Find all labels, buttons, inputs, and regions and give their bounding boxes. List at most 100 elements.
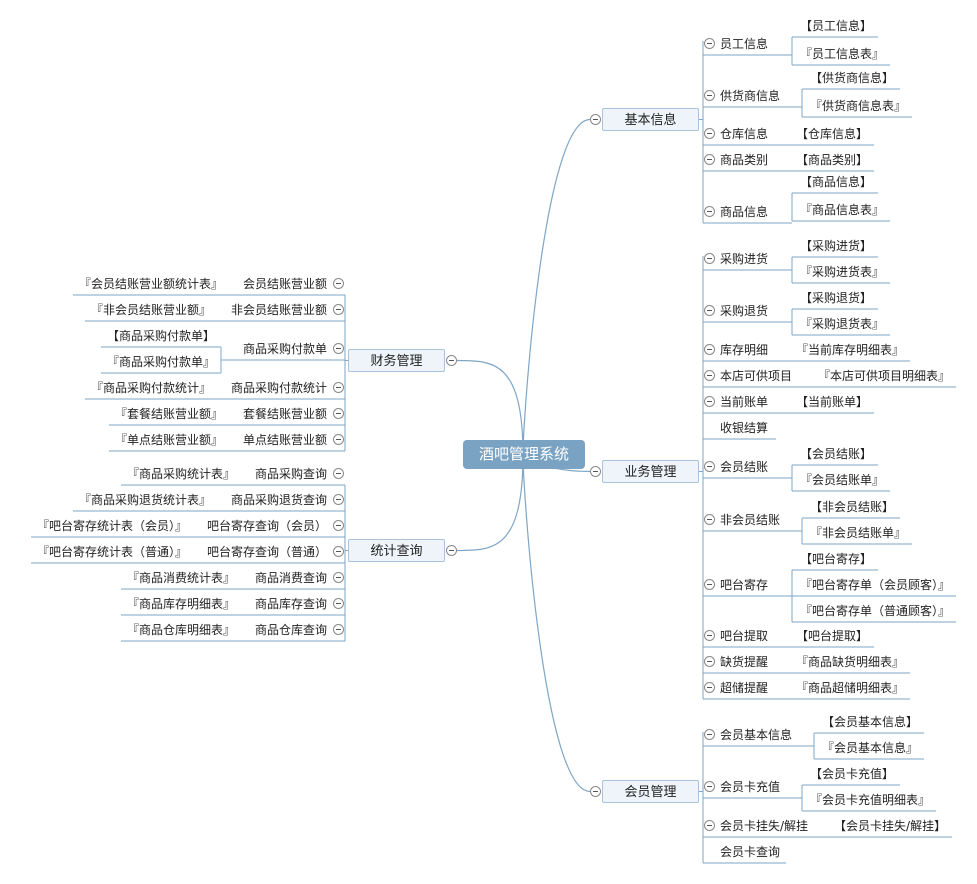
branch-yewu[interactable]: 业务管理 <box>602 460 699 483</box>
node-tongji-5[interactable]: 商品库存查询 <box>254 597 327 611</box>
leaf-yewu-7-1[interactable]: 『非会员结账单』 <box>810 526 907 540</box>
node-jiben-3[interactable]: 商品类别 <box>720 153 769 167</box>
node-yewu-5[interactable]: 收银结算 <box>720 421 769 435</box>
leaf-yewu-0-0[interactable]: 【采购进货】 <box>800 239 873 253</box>
node-yewu-9[interactable]: 吧台提取 <box>720 629 769 643</box>
node-jiben-4[interactable]: 商品信息 <box>720 205 769 219</box>
leaf-yewu-8-1[interactable]: 『吧台寄存单（会员顾客）』 <box>800 578 951 592</box>
leaf-jiben-3-0[interactable]: 【商品类别】 <box>796 153 869 167</box>
node-huiyuan-1-toggle-icon[interactable] <box>703 780 715 792</box>
branch-jiben-toggle-icon[interactable] <box>589 114 601 125</box>
branch-huiyuan-toggle-icon[interactable] <box>589 786 601 797</box>
leaf-yewu-2-0[interactable]: 『当前库存明细表』 <box>796 343 905 357</box>
node-tongji-0[interactable]: 商品采购查询 <box>254 467 327 481</box>
leaf-yewu-1-1[interactable]: 『采购退货表』 <box>800 317 885 331</box>
node-tongji-1-toggle-icon[interactable] <box>332 493 344 505</box>
node-tongji-3[interactable]: 吧台寄存查询（普通） <box>206 545 327 559</box>
node-yewu-7[interactable]: 非会员结账 <box>720 513 781 527</box>
leaf-yewu-8-2[interactable]: 『吧台寄存单（普通顾客）』 <box>800 604 951 618</box>
node-huiyuan-0-toggle-icon[interactable] <box>703 728 715 740</box>
node-huiyuan-2[interactable]: 会员卡挂失/解挂 <box>720 819 809 833</box>
node-yewu-11[interactable]: 超储提醒 <box>720 681 769 695</box>
node-yewu-6-toggle-icon[interactable] <box>703 460 715 472</box>
leaf-caiwu-2-0[interactable]: 【商品采购付款单】 <box>106 329 215 343</box>
node-caiwu-0[interactable]: 会员结账营业额 <box>242 277 327 291</box>
leaf-yewu-7-0[interactable]: 【非会员结账】 <box>810 500 895 514</box>
leaf-tongji-3-0[interactable]: 『吧台寄存统计表（普通）』 <box>36 545 187 559</box>
node-yewu-4-toggle-icon[interactable] <box>703 395 715 407</box>
branch-caiwu-toggle-icon[interactable] <box>445 355 457 366</box>
node-caiwu-1-toggle-icon[interactable] <box>332 303 344 315</box>
node-caiwu-3-toggle-icon[interactable] <box>332 381 344 393</box>
leaf-tongji-4-0[interactable]: 『商品消费统计表』 <box>126 571 235 585</box>
node-tongji-6-toggle-icon[interactable] <box>332 623 344 635</box>
leaf-caiwu-1-0[interactable]: 『非会员结账营业额』 <box>90 303 211 317</box>
node-jiben-0[interactable]: 员工信息 <box>720 37 769 51</box>
node-jiben-1-toggle-icon[interactable] <box>703 89 715 101</box>
node-caiwu-5-toggle-icon[interactable] <box>332 433 344 445</box>
leaf-tongji-1-0[interactable]: 『商品采购退货统计表』 <box>78 493 211 507</box>
leaf-tongji-2-0[interactable]: 『吧台寄存统计表（会员）』 <box>36 519 187 533</box>
branch-tongji-toggle-icon[interactable] <box>445 545 457 556</box>
leaf-huiyuan-2-0[interactable]: 【会员卡挂失/解挂】 <box>834 819 947 833</box>
node-jiben-2-toggle-icon[interactable] <box>703 127 715 139</box>
node-yewu-0-toggle-icon[interactable] <box>703 252 715 264</box>
leaf-jiben-4-1[interactable]: 『商品信息表』 <box>800 203 885 217</box>
node-tongji-6[interactable]: 商品仓库查询 <box>254 623 327 637</box>
leaf-huiyuan-1-0[interactable]: 【会员卡充值】 <box>810 767 895 781</box>
node-caiwu-5[interactable]: 单点结账营业额 <box>242 433 327 447</box>
leaf-yewu-6-1[interactable]: 『会员结账单』 <box>800 473 885 487</box>
node-tongji-4-toggle-icon[interactable] <box>332 571 344 583</box>
node-caiwu-4-toggle-icon[interactable] <box>332 407 344 419</box>
node-caiwu-2-toggle-icon[interactable] <box>332 342 344 354</box>
node-yewu-1[interactable]: 采购退货 <box>720 304 769 318</box>
node-tongji-4[interactable]: 商品消费查询 <box>254 571 327 585</box>
branch-huiyuan[interactable]: 会员管理 <box>602 780 699 803</box>
node-caiwu-1[interactable]: 非会员结账营业额 <box>230 303 327 317</box>
leaf-caiwu-3-0[interactable]: 『商品采购付款统计』 <box>90 381 211 395</box>
node-yewu-8-toggle-icon[interactable] <box>703 578 715 590</box>
node-huiyuan-2-toggle-icon[interactable] <box>703 819 715 831</box>
leaf-yewu-11-0[interactable]: 『商品超储明细表』 <box>796 681 905 695</box>
leaf-yewu-3-0[interactable]: 『本店可供项目明细表』 <box>818 369 951 383</box>
leaf-yewu-10-0[interactable]: 『商品缺货明细表』 <box>796 655 905 669</box>
leaf-tongji-0-0[interactable]: 『商品采购统计表』 <box>126 467 235 481</box>
node-jiben-4-toggle-icon[interactable] <box>703 205 715 217</box>
leaf-yewu-6-0[interactable]: 【会员结账】 <box>800 447 873 461</box>
node-jiben-2[interactable]: 仓库信息 <box>720 127 769 141</box>
leaf-yewu-9-0[interactable]: 【吧台提取】 <box>796 629 869 643</box>
node-tongji-5-toggle-icon[interactable] <box>332 597 344 609</box>
node-yewu-3[interactable]: 本店可供项目 <box>720 369 793 383</box>
node-caiwu-3[interactable]: 商品采购付款统计 <box>230 381 327 395</box>
node-yewu-3-toggle-icon[interactable] <box>703 369 715 381</box>
branch-tongji[interactable]: 统计查询 <box>348 539 445 562</box>
leaf-jiben-2-0[interactable]: 【仓库信息】 <box>796 127 869 141</box>
node-yewu-6[interactable]: 会员结账 <box>720 460 769 474</box>
leaf-caiwu-2-1[interactable]: 『商品采购付款单』 <box>106 355 215 369</box>
node-yewu-7-toggle-icon[interactable] <box>703 513 715 525</box>
node-yewu-0[interactable]: 采购进货 <box>720 252 769 266</box>
leaf-jiben-4-0[interactable]: 【商品信息】 <box>800 175 873 189</box>
leaf-jiben-1-0[interactable]: 【供货商信息】 <box>810 71 895 85</box>
leaf-yewu-1-0[interactable]: 【采购退货】 <box>800 291 873 305</box>
node-jiben-1[interactable]: 供货商信息 <box>720 89 781 103</box>
leaf-yewu-4-0[interactable]: 【当前账单】 <box>796 395 869 409</box>
leaf-huiyuan-1-1[interactable]: 『会员卡充值明细表』 <box>810 793 931 807</box>
leaf-yewu-8-0[interactable]: 【吧台寄存】 <box>800 552 873 566</box>
node-yewu-11-toggle-icon[interactable] <box>703 681 715 693</box>
node-tongji-2[interactable]: 吧台寄存查询（会员） <box>206 519 327 533</box>
leaf-yewu-0-1[interactable]: 『采购进货表』 <box>800 265 885 279</box>
leaf-caiwu-4-0[interactable]: 『套餐结账营业额』 <box>114 407 223 421</box>
node-huiyuan-1[interactable]: 会员卡充值 <box>720 780 781 794</box>
node-yewu-9-toggle-icon[interactable] <box>703 629 715 641</box>
leaf-huiyuan-0-0[interactable]: 【会员基本信息】 <box>822 715 919 729</box>
node-yewu-2[interactable]: 库存明细 <box>720 343 769 357</box>
branch-caiwu[interactable]: 财务管理 <box>348 349 445 372</box>
node-jiben-0-toggle-icon[interactable] <box>703 37 715 49</box>
node-caiwu-4[interactable]: 套餐结账营业额 <box>242 407 327 421</box>
leaf-huiyuan-0-1[interactable]: 『会员基本信息』 <box>822 741 919 755</box>
root-node[interactable]: 酒吧管理系统 <box>463 440 585 469</box>
node-huiyuan-3[interactable]: 会员卡查询 <box>720 845 781 859</box>
node-huiyuan-0[interactable]: 会员基本信息 <box>720 728 793 742</box>
leaf-caiwu-5-0[interactable]: 『单点结账营业额』 <box>114 433 223 447</box>
